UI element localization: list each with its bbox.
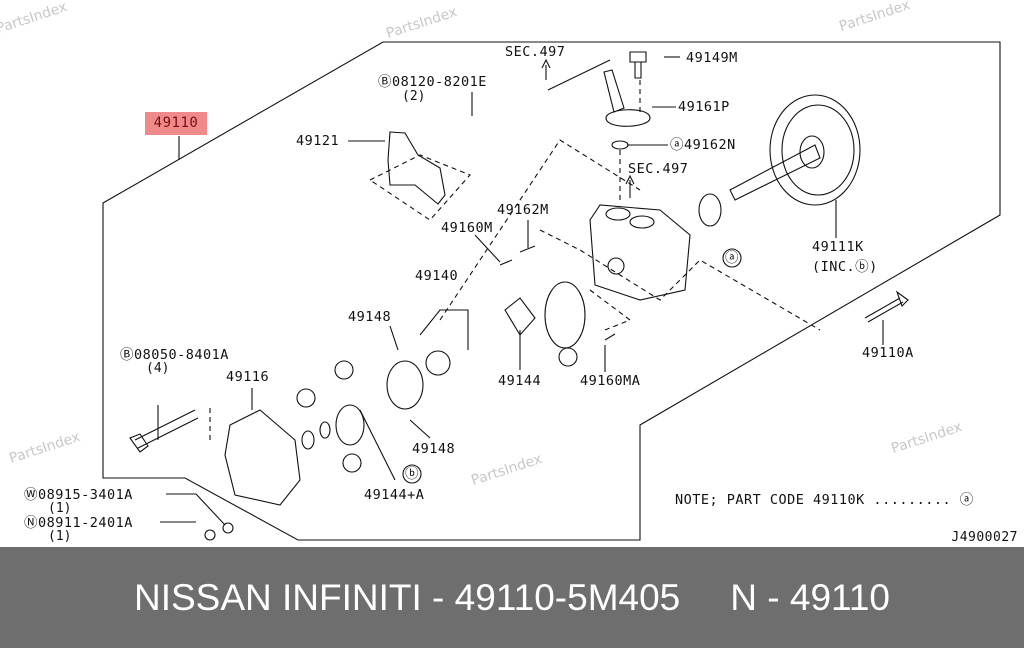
shaft	[729, 144, 821, 201]
bolt-49110A	[864, 290, 909, 323]
mark-a: ⓐ	[725, 250, 739, 266]
label-49111K-inc: (INC.ⓑ)	[812, 259, 878, 275]
bracket-49121	[387, 131, 446, 205]
label-49161P[interactable]: 49161P	[678, 99, 730, 115]
bolt-08050	[129, 409, 199, 453]
label-49160MA[interactable]: 49160MA	[580, 373, 641, 389]
footer-bar: NISSAN INFINITI - 49110-5M405 N - 49110	[0, 547, 1024, 648]
footer-title: NISSAN INFINITI - 49110-5M405	[133, 576, 681, 618]
label-49111K[interactable]: 49111K	[812, 239, 864, 255]
label-sec497-mid[interactable]: SEC.497	[628, 161, 689, 177]
springs	[499, 245, 616, 341]
seal	[698, 193, 722, 227]
footer-part-number: N - 49110	[730, 576, 891, 618]
label-49162N[interactable]: ⓐ49162N	[670, 137, 736, 153]
qty-08915: (1)	[48, 501, 72, 516]
arrow-sec497-mid	[625, 174, 635, 198]
cover-49116	[224, 409, 301, 506]
qty-08120: (2)	[402, 89, 426, 104]
label-08120-8201E[interactable]: Ⓑ08120-8201E	[378, 74, 487, 90]
vanes-49140	[425, 350, 451, 376]
nut	[204, 529, 216, 541]
leader-lines	[157, 56, 884, 526]
label-49160M[interactable]: 49160M	[441, 220, 493, 236]
dashed-guides	[209, 80, 821, 440]
pump-body	[589, 204, 691, 301]
rotor-49144	[504, 297, 536, 336]
mark-circle	[722, 248, 742, 268]
diagram-drawing	[102, 41, 1001, 541]
oring-49162N	[611, 140, 629, 150]
washer	[222, 522, 234, 534]
label-49148-upper[interactable]: 49148	[348, 309, 392, 325]
parts-diagram: PartsIndex PartsIndex PartsIndex PartsIn…	[0, 0, 1018, 545]
label-49144A[interactable]: 49144+A	[364, 487, 425, 503]
bolt-49149M	[629, 51, 647, 79]
assembly-outline	[102, 41, 1001, 541]
label-49148-lower[interactable]: 49148	[412, 441, 456, 457]
label-49140[interactable]: 49140	[415, 268, 459, 284]
gasket	[544, 281, 586, 349]
label-08911-2401A[interactable]: Ⓝ08911-2401A	[24, 515, 133, 531]
note-part-code: NOTE; PART CODE 49110K ......... ⓐ	[675, 492, 974, 508]
pipe-49161P	[603, 69, 651, 127]
label-49121[interactable]: 49121	[296, 133, 340, 149]
diagram-code: J4900027	[951, 530, 1018, 545]
arrow-sec497-top	[541, 58, 551, 80]
label-49162M[interactable]: 49162M	[497, 202, 549, 218]
label-49144[interactable]: 49144	[498, 373, 542, 389]
qty-08911: (1)	[48, 529, 72, 544]
highlighted-part-49110[interactable]: 49110	[145, 112, 207, 135]
label-49110A[interactable]: 49110A	[862, 345, 914, 361]
label-sec497-top[interactable]: SEC.497	[505, 44, 566, 60]
label-08050-8401A[interactable]: Ⓑ08050-8401A	[120, 347, 229, 363]
label-08915-3401A[interactable]: Ⓦ08915-3401A	[24, 487, 133, 503]
label-49149M[interactable]: 49149M	[686, 50, 738, 66]
cam-ring	[386, 360, 424, 410]
pulley-49111K	[769, 94, 861, 206]
label-49116[interactable]: 49116	[226, 369, 270, 385]
qty-08050: (4)	[146, 361, 170, 376]
mark-b: ⓑ	[405, 466, 419, 482]
plate-49144A	[335, 404, 365, 446]
